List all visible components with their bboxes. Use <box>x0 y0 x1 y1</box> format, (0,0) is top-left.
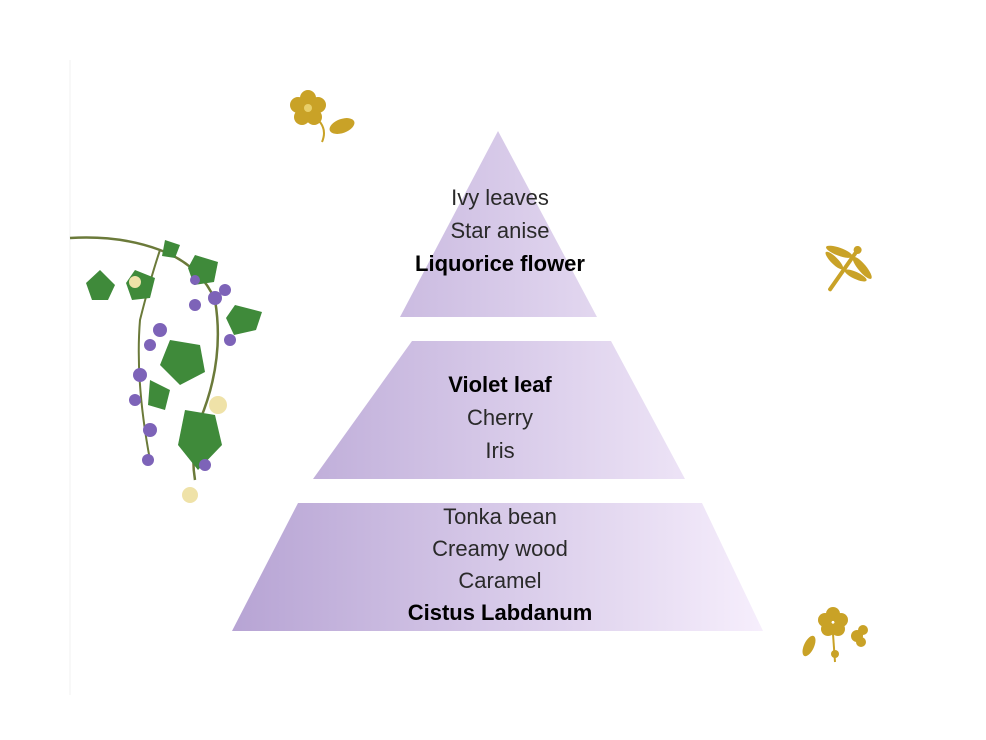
note-star-anise: Star anise <box>450 218 550 243</box>
note-liquorice-flower: Liquorice flower <box>415 251 585 276</box>
note-creamy-wood: Creamy wood <box>432 536 568 561</box>
gold-flower-cluster-icon <box>802 607 868 663</box>
note-cistus-labdanum: Cistus Labdanum <box>407 600 593 625</box>
dragonfly-icon <box>825 245 872 292</box>
note-tonka-bean: Tonka bean <box>443 504 557 529</box>
heart-notes: Violet leaf Cherry Iris <box>300 368 700 467</box>
note-iris: Iris <box>485 438 515 463</box>
pyramid-base-tier <box>232 503 763 631</box>
gold-flower-icon <box>290 90 355 143</box>
pyramid-middle-tier <box>313 341 685 479</box>
note-caramel: Caramel <box>458 568 542 593</box>
pyramid-top-tier <box>400 131 597 317</box>
note-violet-leaf: Violet leaf <box>448 372 552 397</box>
note-ivy-leaves: Ivy leaves <box>451 185 549 210</box>
ivy-violet-illustration <box>69 236 262 503</box>
base-notes: Tonka bean Creamy wood Caramel Cistus La… <box>300 501 700 629</box>
note-cherry: Cherry <box>466 405 533 430</box>
top-notes: Ivy leaves Star anise Liquorice flower <box>300 181 700 280</box>
